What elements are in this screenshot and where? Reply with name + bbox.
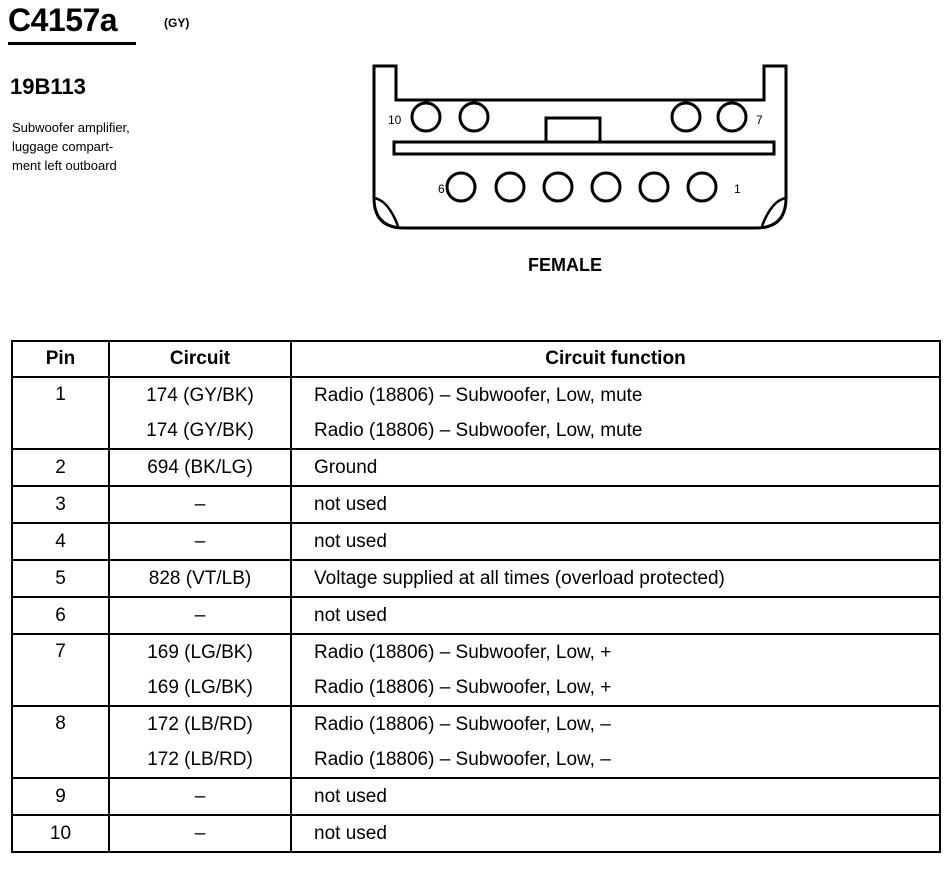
housing-left-curve bbox=[373, 196, 400, 227]
function-cell: not used bbox=[290, 777, 941, 816]
pin-cell: 1 bbox=[11, 376, 110, 450]
pin-9-cavity bbox=[458, 101, 490, 133]
pin-cell: 8 bbox=[11, 705, 110, 779]
pin-7-cavity bbox=[716, 101, 748, 133]
pin-6-cavity bbox=[445, 171, 477, 203]
table-row: 2 694 (BK/LG) Ground bbox=[11, 448, 941, 487]
circuit-cell: 172 (LB/RD) bbox=[108, 705, 292, 742]
description-line: Subwoofer amplifier, bbox=[12, 120, 130, 135]
component-description: Subwoofer amplifier, luggage compart- me… bbox=[12, 118, 212, 175]
description-line: luggage compart- bbox=[12, 139, 114, 154]
circuit-cell: – bbox=[108, 814, 292, 853]
table-row: 4 – not used bbox=[11, 522, 941, 561]
circuit-cell: 694 (BK/LG) bbox=[108, 448, 292, 487]
function-cell: Radio (18806) – Subwoofer, Low, – bbox=[290, 742, 941, 779]
function-cell: Ground bbox=[290, 448, 941, 487]
pin-label-7: 7 bbox=[756, 113, 763, 127]
pin-3-cavity bbox=[590, 171, 622, 203]
circuit-cell: – bbox=[108, 522, 292, 561]
circuit-cell: 174 (GY/BK) bbox=[108, 413, 292, 450]
table-row: 8 172 (LB/RD) Radio (18806) – Subwoofer,… bbox=[11, 705, 941, 779]
header-circuit: Circuit bbox=[108, 340, 292, 378]
function-cell: not used bbox=[290, 596, 941, 635]
pin-table: Pin Circuit Circuit function 1 174 (GY/B… bbox=[11, 340, 941, 853]
function-cell: Radio (18806) – Subwoofer, Low, + bbox=[290, 670, 941, 707]
circuit-cell: 169 (LG/BK) bbox=[108, 633, 292, 670]
pin-5-cavity bbox=[494, 171, 526, 203]
circuit-cell: – bbox=[108, 596, 292, 635]
function-cell: not used bbox=[290, 814, 941, 853]
circuit-cell: 174 (GY/BK) bbox=[108, 376, 292, 413]
connector-id: C4157a bbox=[8, 2, 118, 38]
header-pin: Pin bbox=[11, 340, 110, 378]
pin-4-cavity bbox=[542, 171, 574, 203]
pin-8-cavity bbox=[670, 101, 702, 133]
pin-2-cavity bbox=[638, 171, 670, 203]
pin-cell: 2 bbox=[11, 448, 110, 487]
connector-face-diagram: 10 7 6 1 bbox=[372, 64, 788, 230]
table-row: 6 – not used bbox=[11, 596, 941, 635]
circuit-cell: – bbox=[108, 777, 292, 816]
pin-cell: 9 bbox=[11, 777, 110, 816]
function-cell: Radio (18806) – Subwoofer, Low, – bbox=[290, 705, 941, 742]
table-row: 5 828 (VT/LB) Voltage supplied at all ti… bbox=[11, 559, 941, 598]
locking-tab bbox=[544, 116, 602, 144]
table-row: 9 – not used bbox=[11, 777, 941, 816]
circuit-cell: 169 (LG/BK) bbox=[108, 670, 292, 707]
pin-1-cavity bbox=[686, 171, 718, 203]
function-cell: Radio (18806) – Subwoofer, Low, mute bbox=[290, 376, 941, 413]
circuit-cell: 172 (LB/RD) bbox=[108, 742, 292, 779]
pin-label-10: 10 bbox=[388, 113, 402, 127]
pin-label-6: 6 bbox=[438, 182, 445, 196]
description-line: ment left outboard bbox=[12, 158, 117, 173]
pin-cell: 10 bbox=[11, 814, 110, 853]
pin-10-cavity bbox=[410, 101, 442, 133]
pin-cell: 7 bbox=[11, 633, 110, 707]
pin-cell: 3 bbox=[11, 485, 110, 524]
connector-housing-outline bbox=[372, 64, 788, 230]
function-cell: Radio (18806) – Subwoofer, Low, + bbox=[290, 633, 941, 670]
connector-color: (GY) bbox=[164, 16, 190, 30]
pin-label-1: 1 bbox=[734, 182, 741, 196]
table-row: 172 (LB/RD) Radio (18806) – Subwoofer, L… bbox=[12, 742, 941, 779]
part-number: 19B113 bbox=[10, 74, 86, 99]
table-row: 7 169 (LG/BK) Radio (18806) – Subwoofer,… bbox=[11, 633, 941, 707]
pin-cell: 4 bbox=[11, 522, 110, 561]
connector-gender-label: FEMALE bbox=[528, 255, 602, 275]
function-cell: not used bbox=[290, 485, 941, 524]
function-cell: Radio (18806) – Subwoofer, Low, mute bbox=[290, 413, 941, 450]
function-cell: not used bbox=[290, 522, 941, 561]
circuit-cell: – bbox=[108, 485, 292, 524]
keying-bar bbox=[392, 140, 776, 156]
table-row: 174 (GY/BK) Radio (18806) – Subwoofer, L… bbox=[12, 413, 941, 450]
circuit-cell: 828 (VT/LB) bbox=[108, 559, 292, 598]
table-row: 10 – not used bbox=[11, 814, 941, 853]
pin-cell: 6 bbox=[11, 596, 110, 635]
function-cell: Voltage supplied at all times (overload … bbox=[290, 559, 941, 598]
table-row: 1 174 (GY/BK) Radio (18806) – Subwoofer,… bbox=[11, 376, 941, 450]
housing-right-curve bbox=[760, 196, 787, 227]
header-circuit-function: Circuit function bbox=[290, 340, 941, 378]
table-row: 169 (LG/BK) Radio (18806) – Subwoofer, L… bbox=[12, 670, 941, 707]
table-row: 3 – not used bbox=[11, 485, 941, 524]
pin-cell: 5 bbox=[11, 559, 110, 598]
pin-table-header: Pin Circuit Circuit function bbox=[11, 340, 941, 378]
connector-id-underline bbox=[8, 42, 136, 45]
